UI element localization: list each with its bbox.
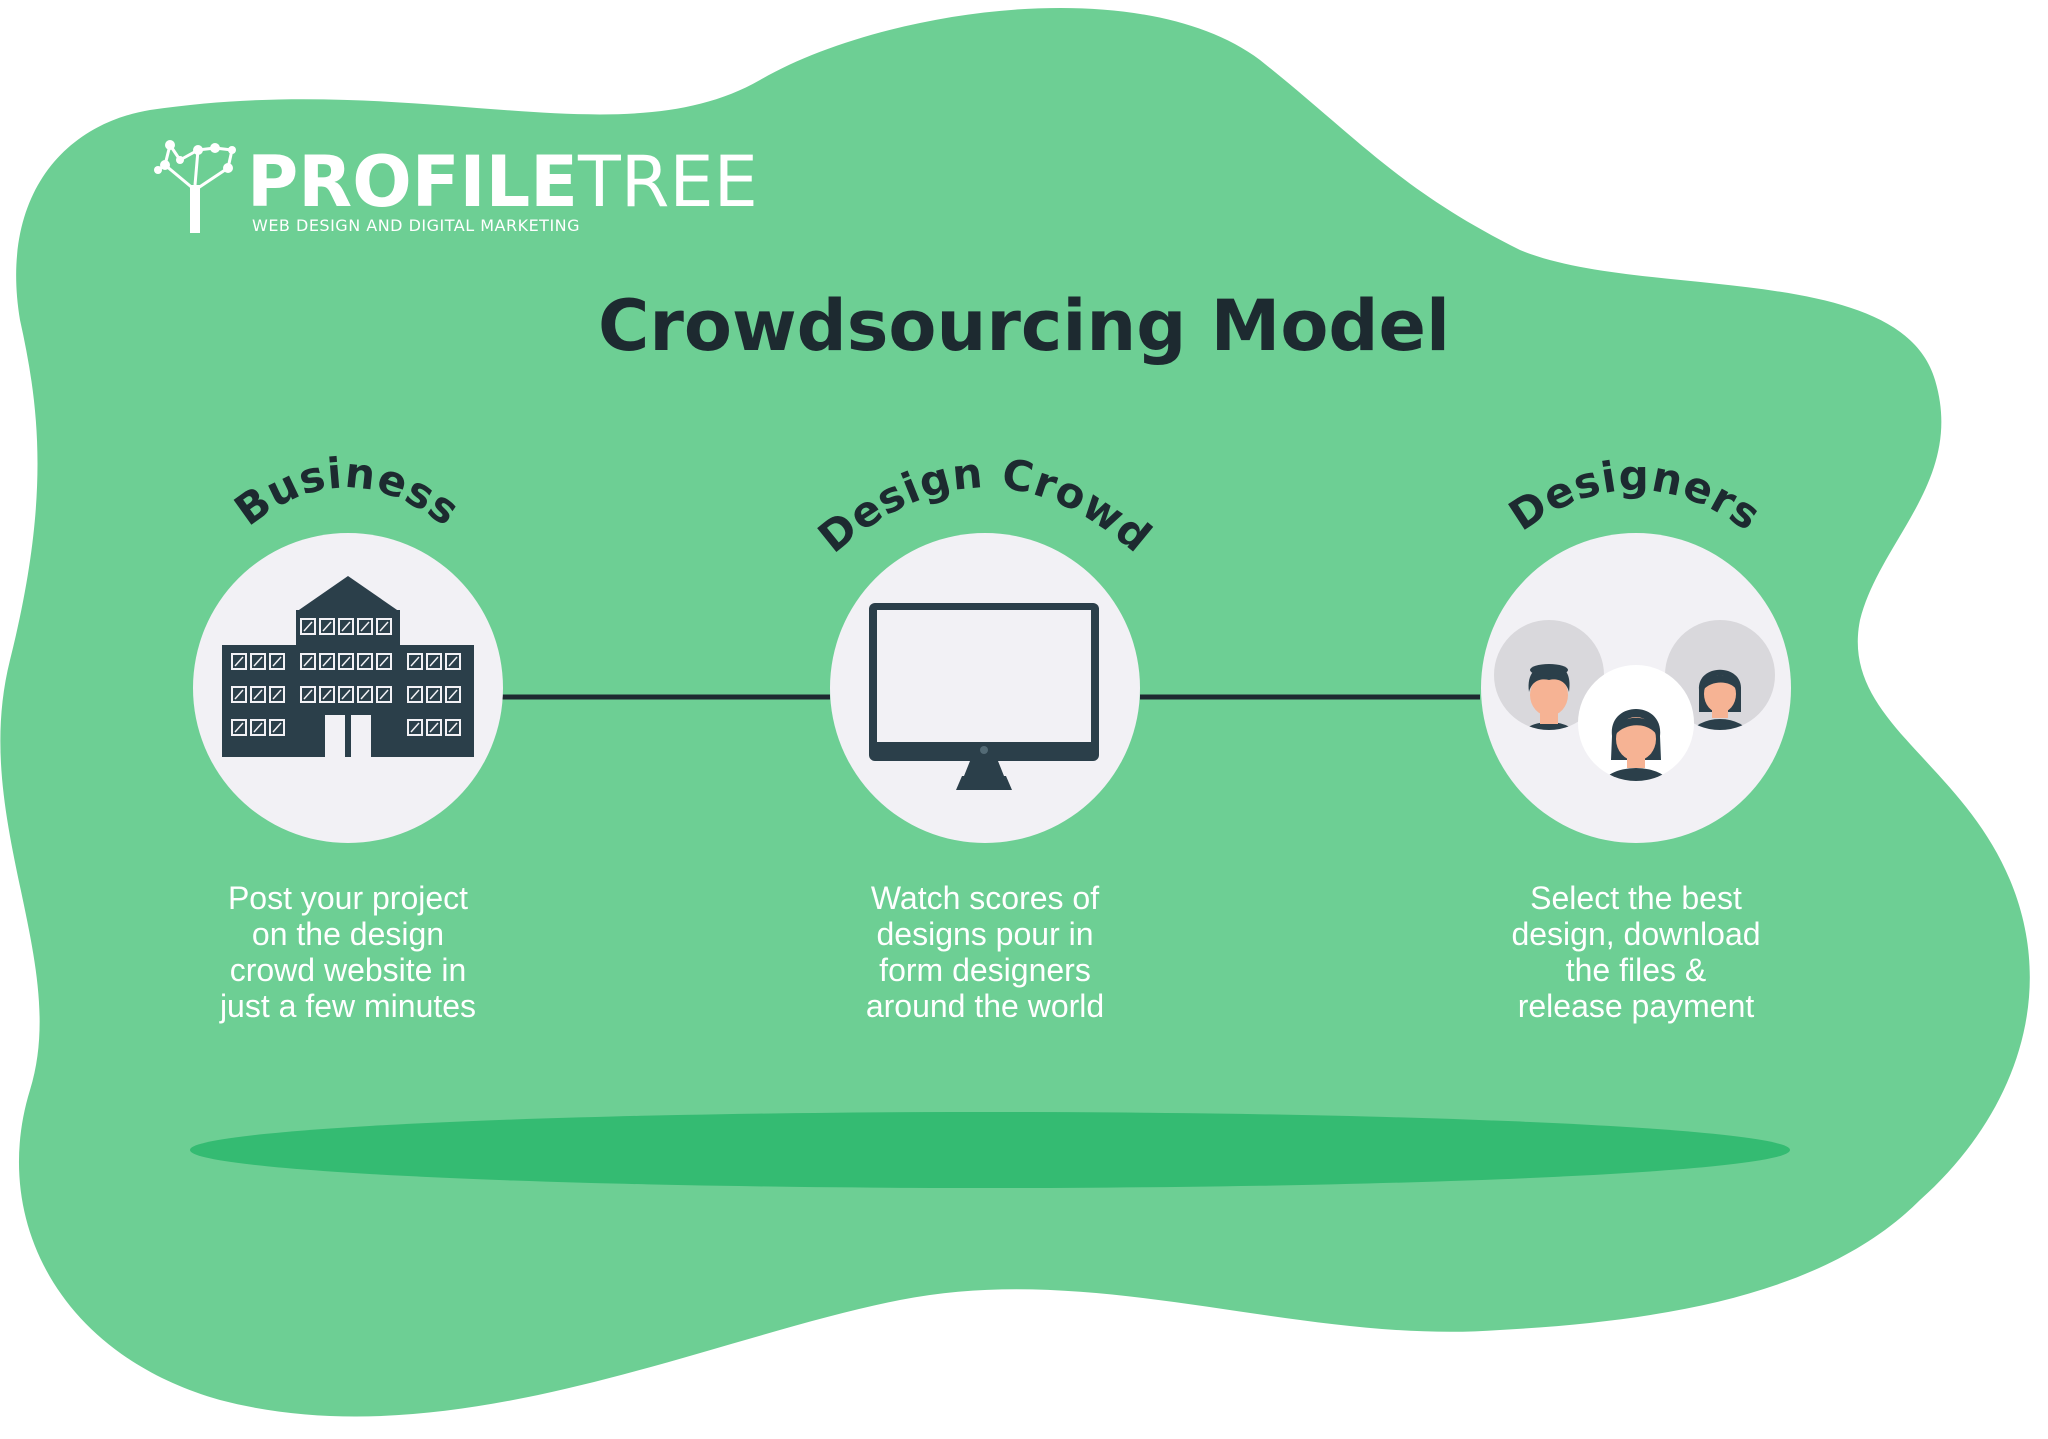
- building-window: [376, 653, 392, 670]
- profiletree-logo: PROFILETREE WEB DESIGN AND DIGITAL MARKE…: [154, 140, 758, 235]
- building-window: [319, 653, 335, 670]
- building-window-glint: [234, 689, 244, 700]
- building-window: [426, 719, 442, 736]
- building-window: [426, 653, 442, 670]
- building-window: [357, 686, 373, 703]
- building-window: [269, 653, 285, 670]
- building-window: [300, 618, 316, 635]
- building-window-glint: [360, 656, 370, 667]
- building-window-glint: [448, 656, 458, 667]
- building-window-glint: [429, 656, 439, 667]
- building-window-glint: [234, 656, 244, 667]
- building-window-glint: [341, 621, 351, 632]
- building-window-glint: [341, 656, 351, 667]
- building-window-glint: [322, 689, 332, 700]
- building-window: [319, 686, 335, 703]
- building-window: [357, 653, 373, 670]
- ground-shadow: [190, 1112, 1790, 1188]
- building-window-glint: [322, 656, 332, 667]
- designer-face-icon: [1578, 665, 1694, 781]
- building-window-glint: [322, 621, 332, 632]
- building-window: [376, 618, 392, 635]
- logo-tagline: WEB DESIGN AND DIGITAL MARKETING: [252, 216, 580, 235]
- building-window: [338, 686, 354, 703]
- building-window: [300, 686, 316, 703]
- building-window: [269, 719, 285, 736]
- monitor-icon: [869, 603, 1099, 790]
- building-window-glint: [379, 621, 389, 632]
- building-window-glint: [379, 656, 389, 667]
- building-window: [231, 719, 247, 736]
- building-window: [407, 686, 423, 703]
- building-window-glint: [410, 656, 420, 667]
- building-window-glint: [360, 621, 370, 632]
- building-window-glint: [341, 689, 351, 700]
- building-icon: [222, 576, 474, 757]
- building-window-glint: [448, 722, 458, 733]
- building-window: [231, 653, 247, 670]
- building-window-glint: [253, 722, 263, 733]
- stage-description-design-crowd: Watch scores of designs pour in form des…: [865, 880, 1105, 1024]
- building-window: [338, 653, 354, 670]
- building-window-glint: [303, 621, 313, 632]
- building-window-glint: [272, 722, 282, 733]
- building-window: [300, 653, 316, 670]
- building-window: [338, 618, 354, 635]
- building-window: [376, 686, 392, 703]
- stage-description-business: Post your project on the design crowd we…: [219, 880, 477, 1024]
- building-window: [407, 653, 423, 670]
- building-window: [269, 686, 285, 703]
- page-title: Crowdsourcing Model: [598, 285, 1450, 367]
- building-window-glint: [272, 689, 282, 700]
- building-window-glint: [303, 689, 313, 700]
- building-window: [407, 719, 423, 736]
- building-window-glint: [272, 656, 282, 667]
- building-window: [231, 686, 247, 703]
- building-window: [250, 719, 266, 736]
- building-window: [250, 686, 266, 703]
- building-window-glint: [253, 689, 263, 700]
- building-window-glint: [360, 689, 370, 700]
- building-window: [319, 618, 335, 635]
- building-window-glint: [429, 689, 439, 700]
- building-window: [426, 686, 442, 703]
- people-icon: [1494, 620, 1775, 781]
- designer-face-icon: [1494, 620, 1604, 730]
- building-window-glint: [410, 722, 420, 733]
- building-window: [250, 653, 266, 670]
- building-window-glint: [429, 722, 439, 733]
- building-window-glint: [410, 689, 420, 700]
- building-window: [357, 618, 373, 635]
- designer-face-icon: [1665, 620, 1775, 730]
- building-window-glint: [253, 656, 263, 667]
- stage-description-designers: Select the best design, download the fil…: [1511, 880, 1761, 1024]
- building-window-glint: [448, 689, 458, 700]
- svg-text:PROFILETREE: PROFILETREE: [247, 141, 758, 223]
- building-window-glint: [234, 722, 244, 733]
- building-window-glint: [379, 689, 389, 700]
- building-window: [445, 686, 461, 703]
- logo-brand-thin: TREE: [577, 141, 758, 223]
- building-window: [445, 719, 461, 736]
- logo-brand-bold: PROFILE: [247, 141, 578, 223]
- building-window: [445, 653, 461, 670]
- building-window-glint: [303, 656, 313, 667]
